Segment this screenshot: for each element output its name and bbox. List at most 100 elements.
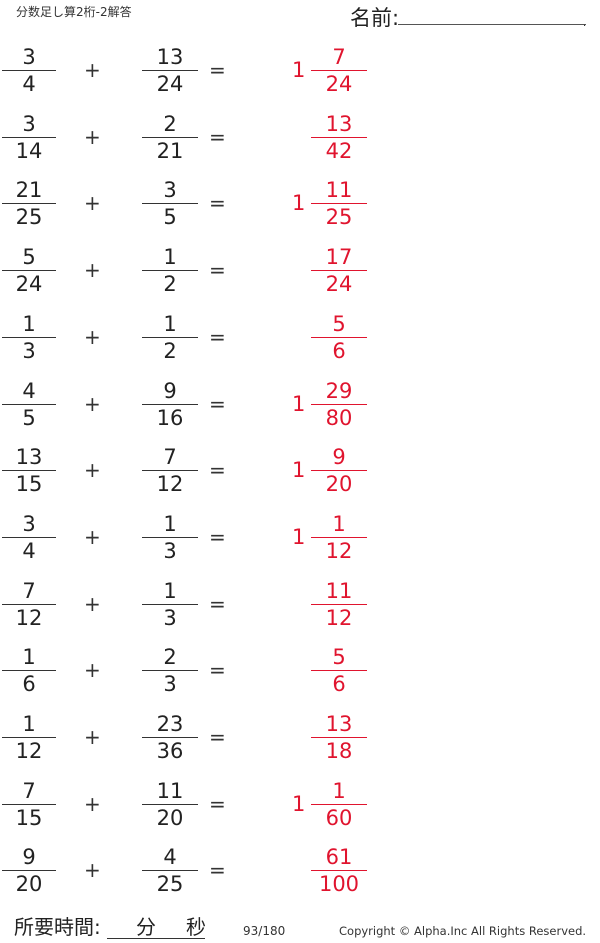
fraction-bar — [142, 336, 198, 338]
numerator: 3 — [163, 178, 177, 203]
fraction-bar — [2, 203, 56, 205]
numerator: 1 — [163, 511, 177, 536]
fraction-bar — [142, 603, 198, 605]
numerator: 17 — [325, 245, 353, 270]
fraction-bar — [142, 870, 198, 872]
denominator: 100 — [318, 872, 360, 897]
equals-sign: = — [209, 391, 226, 416]
answer-whole-number: 1 — [292, 524, 306, 549]
plus-sign: + — [84, 458, 101, 483]
time-field-line[interactable] — [107, 938, 205, 939]
equals-sign: = — [209, 591, 226, 616]
fraction-bar — [2, 803, 56, 805]
fraction-bar — [142, 70, 198, 71]
fraction-bar — [311, 737, 367, 738]
denominator: 60 — [325, 805, 353, 830]
denominator: 21 — [156, 138, 184, 163]
denominator: 4 — [22, 72, 36, 96]
numerator: 9 — [22, 845, 36, 870]
plus-sign: + — [84, 791, 101, 816]
minutes-unit: 分 — [136, 915, 156, 939]
numerator: 1 — [163, 578, 177, 603]
denominator: 6 — [332, 338, 346, 363]
fraction-bar — [311, 603, 367, 605]
denominator: 3 — [163, 538, 177, 563]
name-line-dot: . — [583, 18, 587, 29]
numerator: 5 — [332, 645, 346, 670]
fraction-bar — [311, 403, 367, 405]
equals-sign: = — [209, 725, 226, 749]
denominator: 16 — [156, 405, 184, 430]
equals-sign: = — [209, 791, 226, 816]
fraction-bar — [2, 470, 56, 472]
name-field-line[interactable] — [398, 24, 586, 25]
answer-whole-number: 1 — [292, 391, 306, 416]
numerator: 1 — [22, 712, 36, 736]
numerator: 11 — [156, 778, 184, 803]
fraction-bar — [2, 136, 56, 138]
denominator: 42 — [325, 138, 353, 163]
denominator: 6 — [332, 672, 346, 697]
denominator: 12 — [325, 538, 353, 563]
denominator: 25 — [15, 205, 43, 230]
numerator: 1 — [332, 511, 346, 536]
denominator: 18 — [325, 739, 353, 763]
seconds-unit: 秒 — [186, 915, 206, 939]
fraction-bar — [2, 270, 56, 272]
numerator: 3 — [22, 45, 36, 69]
numerator: 9 — [332, 445, 346, 470]
denominator: 2 — [163, 338, 177, 363]
fraction-bar — [2, 737, 56, 738]
equals-sign: = — [209, 658, 226, 683]
numerator: 23 — [156, 712, 184, 736]
denominator: 4 — [22, 538, 36, 563]
denominator: 6 — [22, 672, 36, 697]
plus-sign: + — [84, 524, 101, 549]
plus-sign: + — [84, 391, 101, 416]
equals-sign: = — [209, 858, 226, 883]
numerator: 61 — [325, 845, 353, 870]
sheet-title: 分数足し算2桁-2解答 — [16, 5, 132, 19]
fraction-bar — [142, 803, 198, 805]
numerator: 11 — [325, 578, 353, 603]
denominator: 5 — [22, 405, 36, 430]
denominator: 2 — [163, 272, 177, 297]
denominator: 24 — [325, 272, 353, 297]
fraction-bar — [311, 803, 367, 805]
fraction-bar — [311, 336, 367, 338]
equals-sign: = — [209, 58, 226, 82]
numerator: 13 — [156, 45, 184, 69]
fraction-bar — [2, 603, 56, 605]
denominator: 3 — [163, 605, 177, 630]
denominator: 20 — [15, 872, 43, 897]
numerator: 7 — [332, 45, 346, 69]
denominator: 3 — [163, 672, 177, 697]
fraction-bar — [2, 70, 56, 71]
denominator: 24 — [325, 72, 353, 96]
fraction-bar — [311, 536, 367, 538]
denominator: 20 — [156, 805, 184, 830]
denominator: 12 — [325, 605, 353, 630]
